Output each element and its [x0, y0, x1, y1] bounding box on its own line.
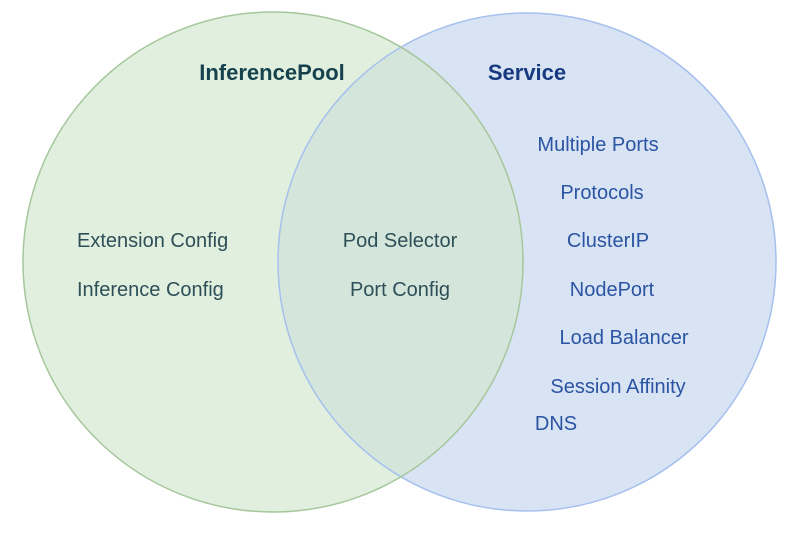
right-item-nodeport: NodePort: [569, 279, 655, 301]
intersection-item-pod-selector: Pod Selector: [342, 230, 458, 252]
inferencepool-title: InferencePool: [199, 60, 345, 85]
intersection-item-port-config: Port Config: [349, 279, 451, 301]
right-item-clusterip: ClusterIP: [566, 230, 650, 252]
service-title: Service: [487, 60, 567, 85]
right-item-session-affinity: Session Affinity: [550, 376, 686, 398]
service-circle-outline: [277, 12, 777, 512]
inferencepool-circle-outline: [22, 11, 524, 513]
left-item-extension-config: Extension Config: [77, 230, 229, 252]
inferencepool-circle-fill: [23, 12, 523, 512]
right-item-multiple-ports: Multiple Ports: [537, 134, 659, 156]
left-item-inference-config: Inference Config: [77, 279, 224, 301]
right-item-dns: DNS: [534, 413, 578, 435]
right-item-load-balancer: Load Balancer: [559, 327, 689, 349]
right-item-protocols: Protocols: [560, 182, 644, 204]
